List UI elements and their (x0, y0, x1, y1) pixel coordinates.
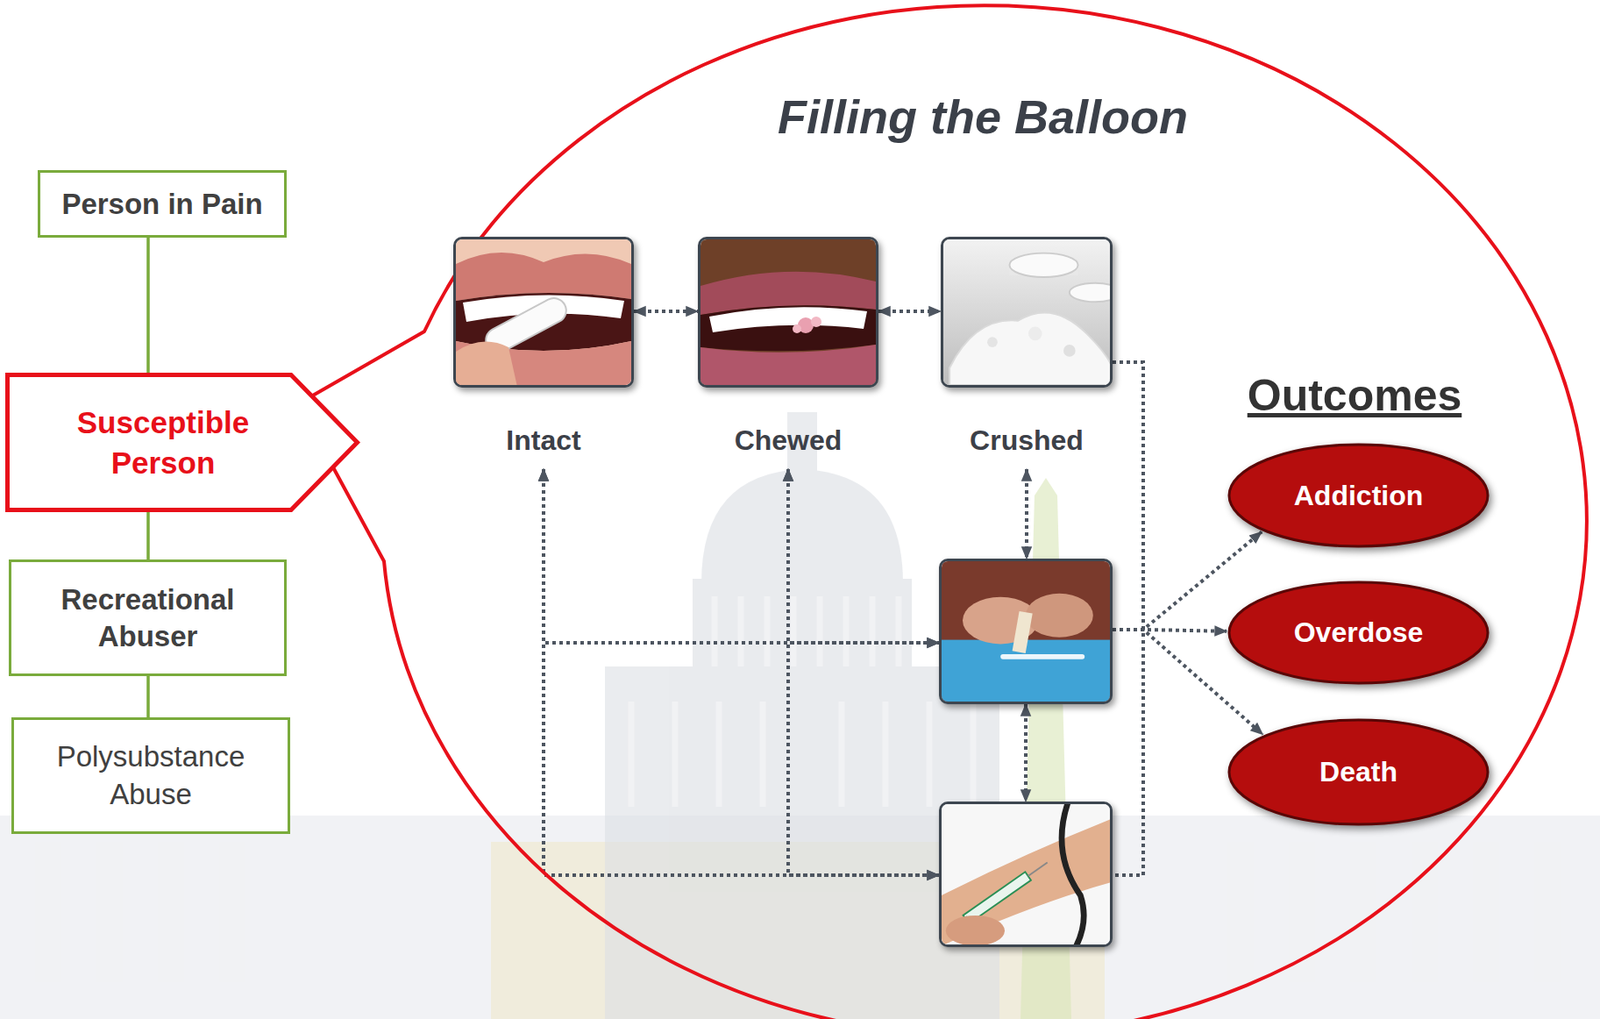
dotted-connector (633, 309, 698, 313)
highlighted-stage-arrow: Susceptible Person (5, 372, 360, 512)
photo-frame-border (940, 236, 1113, 388)
balloon-shape (311, 5, 1587, 1019)
arrow-box-shape (7, 375, 358, 511)
photo-label: Crushed (969, 424, 1084, 457)
photo-frame: Chewed (697, 236, 879, 470)
photo-frame-border (453, 236, 634, 388)
dotted-connector (878, 309, 941, 313)
arrow-box-outline (5, 372, 360, 512)
photo-frame (938, 801, 1113, 947)
stage-connector (146, 512, 150, 560)
box-label: Polysubstance Abuse (41, 738, 261, 814)
crushed-pill-photo (943, 239, 1110, 385)
dotted-connector (788, 469, 939, 875)
dotted-connector (1112, 362, 1144, 875)
injecting-photo (941, 803, 1110, 945)
outcome-ellipse: Overdose (1226, 579, 1491, 686)
photo-frame (938, 558, 1113, 704)
photo-frame-border (938, 558, 1113, 704)
section-heading: Outcomes (1247, 369, 1463, 421)
dotted-connector (788, 469, 939, 643)
balloon-title: Filling the Balloon (777, 89, 1188, 144)
box-label: Susceptible Person (53, 402, 273, 483)
photo-label: Chewed (734, 424, 843, 457)
stage-connector (146, 237, 150, 373)
photo-frame: Intact (453, 236, 634, 470)
dotted-connector (543, 469, 939, 643)
dotted-connector (543, 469, 939, 875)
outcome-ellipse: Addiction (1226, 441, 1491, 549)
outcome-ellipse: Death (1226, 717, 1491, 827)
chewed-pill-photo (700, 239, 876, 385)
label-holder: Outcomes (1179, 369, 1530, 421)
photo-frame-border (697, 236, 879, 388)
ellipse-shape (1229, 444, 1488, 547)
stage-box: Polysubstance Abuse (11, 717, 291, 834)
box-label: Recreational Abuser (38, 581, 258, 655)
stage-connector (146, 675, 150, 718)
dotted-connector (1024, 704, 1028, 802)
box-label: Person in Pain (61, 185, 263, 222)
pill-in-mouth-photo (455, 239, 632, 385)
stage-box: Recreational Abuser (8, 559, 287, 676)
dotted-connector (1024, 469, 1029, 559)
ellipse-shape (1229, 719, 1488, 825)
photo-frame: Crushed (940, 236, 1113, 470)
snorting-photo (941, 561, 1110, 702)
outcome-label: Death (1319, 755, 1398, 789)
photo-label: Intact (505, 424, 581, 457)
stage-box: Person in Pain (37, 170, 287, 238)
outcome-label: Addiction (1294, 479, 1424, 512)
ellipse-shape (1229, 582, 1488, 683)
photo-frame-border (938, 801, 1113, 947)
outcome-label: Overdose (1294, 616, 1424, 649)
balloon-callout: Filling the Balloon Intact Chewed Crushe… (306, 0, 1600, 1019)
